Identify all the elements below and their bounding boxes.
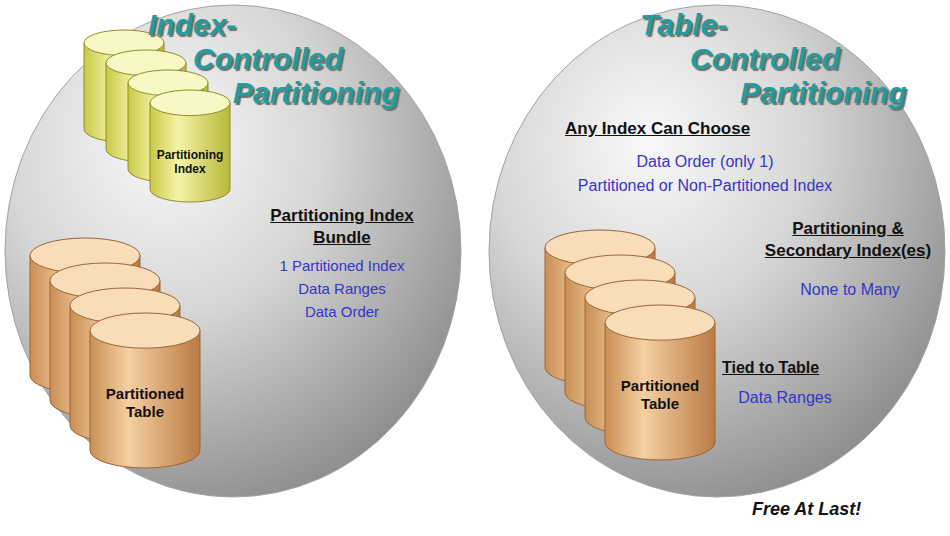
scheme-note: Data Order (only 1) Partitioned or Non-P… xyxy=(535,150,875,198)
text-line: Partitioned xyxy=(605,377,715,395)
text-line: Data Ranges xyxy=(242,277,442,300)
text-line: None to Many xyxy=(770,280,930,300)
scheme-note: None to Many xyxy=(770,280,930,300)
text-line: Any Index Can Choose xyxy=(565,118,750,140)
cylinder-label: Partitioned Table xyxy=(90,385,200,421)
slogan-label: Free At Last! xyxy=(752,498,861,520)
scheme-note: 1 Partitioned Index Data Ranges Data Ord… xyxy=(242,254,442,323)
text-line: Data Order (only 1) xyxy=(535,150,875,174)
cylinder xyxy=(90,313,200,468)
text-line: Bundle xyxy=(242,227,442,249)
partitioning-scheme-circle: Index- Controlled PartitioningPartitioni… xyxy=(4,4,462,498)
text-line: Partitioning xyxy=(740,76,907,110)
text-line: Table xyxy=(90,403,200,421)
partitioning-scheme-circle: Table- Controlled PartitioningAny Index … xyxy=(488,4,946,498)
text-line: Tied to Table xyxy=(722,358,819,378)
text-line: Controlled xyxy=(193,42,400,76)
cylinder-top xyxy=(90,313,200,348)
partitioned-table-stack: Partitioned Table xyxy=(30,238,200,468)
cylinder xyxy=(605,305,715,460)
text-line: Index xyxy=(150,162,230,176)
scheme-note: Partitioning & Secondary Index(es) xyxy=(743,218,950,262)
text-line: Data Ranges xyxy=(725,388,845,408)
partitioned-table-stack: Partitioned Table xyxy=(545,230,715,460)
text-line: Table- xyxy=(640,8,907,42)
cylinder-label: Partitioning Index xyxy=(150,148,230,176)
sphere-shape xyxy=(5,5,461,497)
text-line: Table xyxy=(605,395,715,413)
text-line: Partitioning xyxy=(233,76,400,110)
cylinder-top xyxy=(150,90,230,116)
text-line: Controlled xyxy=(690,42,907,76)
text-line: Partitioning Index xyxy=(242,205,442,227)
text-line: 1 Partitioned Index xyxy=(242,254,442,277)
text-line: Partitioned xyxy=(90,385,200,403)
text-line: Index- xyxy=(148,8,400,42)
text-line: Secondary Index(es) xyxy=(743,240,950,262)
text-line: Free At Last! xyxy=(752,498,861,520)
cylinder-stack xyxy=(30,238,200,468)
scheme-note: Data Ranges xyxy=(725,388,845,408)
text-line: Partitioning xyxy=(150,148,230,162)
scheme-note: Tied to Table xyxy=(722,358,819,378)
scheme-title: Table- Controlled Partitioning xyxy=(640,8,907,110)
scheme-note: Partitioning Index Bundle xyxy=(242,205,442,249)
cylinder-stack xyxy=(545,230,715,460)
cylinder-label: Partitioned Table xyxy=(605,377,715,413)
text-line: Data Order xyxy=(242,300,442,323)
cylinder-body xyxy=(150,103,230,202)
cylinder-body xyxy=(90,331,200,468)
text-line: Partitioned or Non-Partitioned Index xyxy=(535,174,875,198)
text-line: Partitioning & xyxy=(743,218,950,240)
cylinder-body xyxy=(605,323,715,460)
cylinder xyxy=(150,90,230,202)
scheme-title: Index- Controlled Partitioning xyxy=(148,8,400,110)
scheme-note: Any Index Can Choose xyxy=(565,118,750,140)
cylinder-top xyxy=(605,305,715,340)
